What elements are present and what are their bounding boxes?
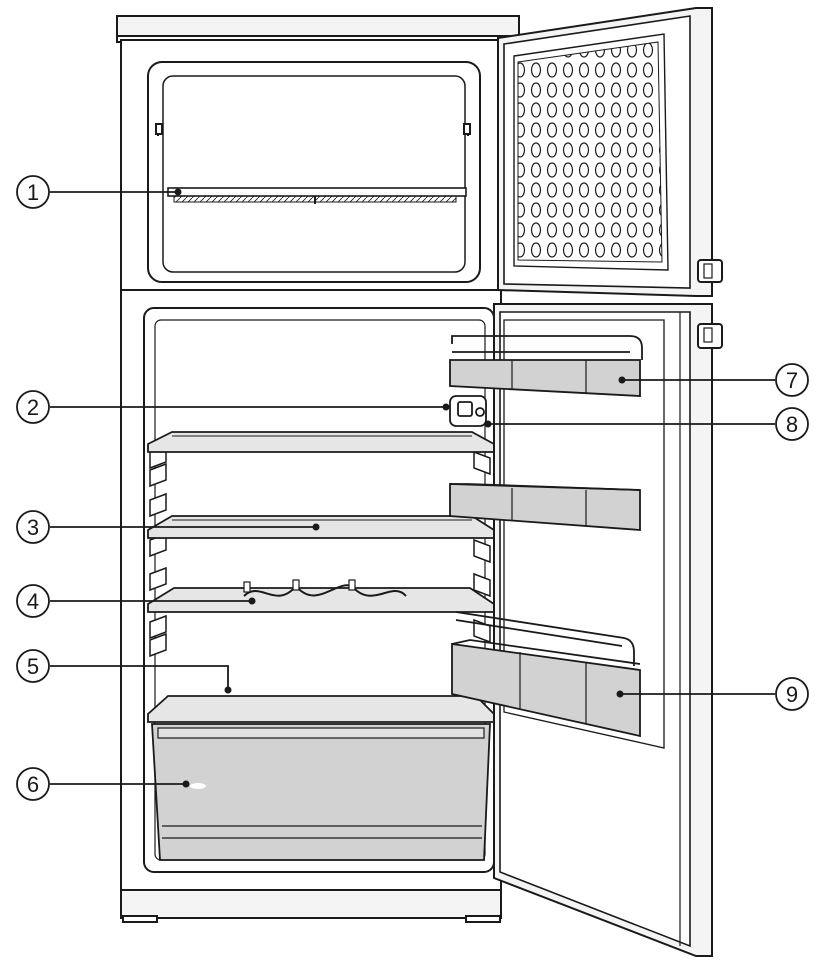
callouts [50,188,775,788]
callout-label-9: 9 [786,682,798,707]
callout-badges: 1 2 3 4 5 6 7 8 [16,175,809,801]
callout-label-1: 1 [27,180,39,205]
callout-7-dot [618,376,626,384]
callout-badge-2: 2 [16,390,50,424]
interior-light [449,395,487,427]
callout-label-8: 8 [786,412,798,437]
callout-5-dot [224,686,232,694]
freezer-door [497,7,723,297]
freezer-wire-shelf [167,187,467,204]
callout-2-dot [442,403,450,411]
callout-label-4: 4 [27,589,39,614]
callout-6-dot [182,780,190,788]
callout-badge-9: 9 [775,677,809,711]
callout-badge-8: 8 [775,407,809,441]
callout-badge-7: 7 [775,363,809,397]
cabinet-top [116,15,520,39]
callout-5-leader [50,665,229,690]
callout-9-dot [616,690,624,698]
callout-label-2: 2 [27,395,39,420]
callout-8-dot [484,420,492,428]
door-shelf-top [449,359,641,397]
callout-3-dot [312,523,320,531]
callout-label-3: 3 [27,515,39,540]
callout-4-dot [248,597,256,605]
door-shelf-middle [449,483,641,531]
door-rail-bottom [455,611,635,666]
callout-badge-6: 6 [16,767,50,801]
callout-label-6: 6 [27,772,39,797]
glass-shelf-top [147,431,495,453]
callout-1-dot [174,188,182,196]
callout-badge-5: 5 [16,649,50,683]
vegetable-crisper [151,723,491,861]
cabinet-plinth [120,889,502,919]
callout-label-7: 7 [786,368,798,393]
fridge-door [493,303,723,957]
door-bottle-shelf [451,639,641,738]
callout-badge-1: 1 [16,175,50,209]
callout-label-5: 5 [27,654,39,679]
door-rail-top [451,335,643,360]
callout-badge-4: 4 [16,584,50,618]
crisper-cover [147,695,495,723]
freezer-compartment [147,61,481,283]
callout-badge-3: 3 [16,510,50,544]
